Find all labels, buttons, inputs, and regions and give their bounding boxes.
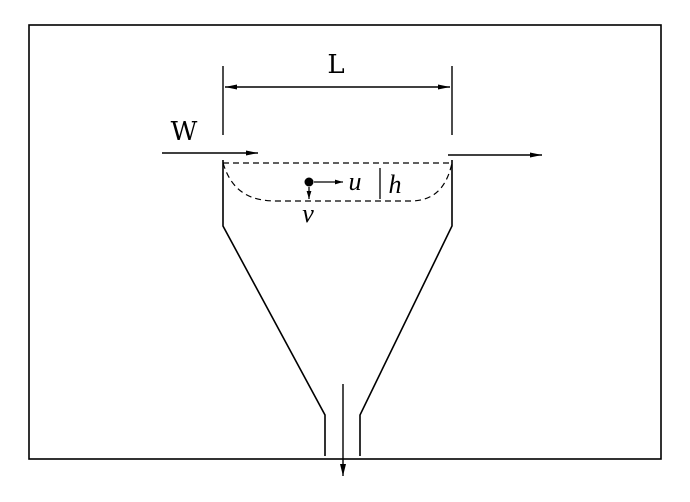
tank-wall-right bbox=[359, 160, 453, 456]
velocity-v-label: v bbox=[302, 199, 314, 228]
depth-label: h bbox=[389, 170, 402, 199]
tank-wall-left bbox=[222, 160, 326, 456]
outer-frame bbox=[28, 24, 662, 460]
l-label: L bbox=[327, 50, 344, 80]
inflow-label: W bbox=[171, 117, 198, 147]
particle bbox=[304, 177, 314, 187]
settling-zone-boundary bbox=[222, 162, 453, 202]
velocity-u-label: u bbox=[349, 167, 362, 196]
